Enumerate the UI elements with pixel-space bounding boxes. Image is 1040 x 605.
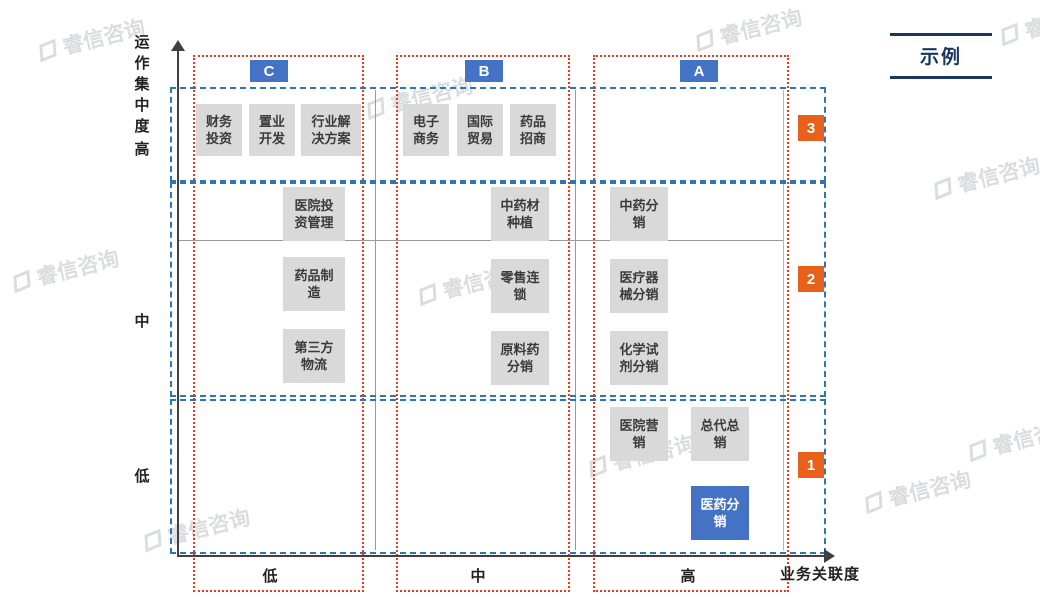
x-tick-high: 高 [680,568,696,585]
row-badge-1: 1 [798,452,824,478]
watermark-text: 睿信咨询 [955,154,1040,197]
watermark-text: 睿信咨询 [990,416,1040,459]
column-badge-a: A [680,60,718,82]
item-e-commerce: 电子 商务 [403,104,449,156]
watermark: 睿信咨询 [998,0,1040,51]
item-hospital-investment-mgmt: 医院投 资管理 [283,187,345,241]
watermark: 睿信咨询 [10,242,122,297]
example-top-line [890,33,992,36]
column-zone-a [593,55,789,592]
y-axis-arrow-icon [171,40,185,51]
item-retail-chain: 零售连 锁 [491,259,549,313]
row-badge-2: 2 [798,266,824,292]
grid-vertical-line-2 [575,90,576,550]
column-badge-b: B [465,60,503,82]
watermark-cube-icon [865,490,883,514]
watermark-cube-icon [39,38,57,62]
watermark: 睿信咨询 [966,411,1040,466]
y-axis-title: 运作集中度 [134,34,150,135]
column-zone-c [193,55,364,592]
watermark-cube-icon [934,176,952,200]
item-herb-planting: 中药材 种植 [491,187,549,241]
y-tick-mid: 中 [134,313,150,330]
watermark-text: 睿信咨询 [1022,0,1040,43]
y-tick-high: 高 [134,141,150,158]
watermark-cube-icon [144,528,162,552]
watermark-cube-icon [696,28,714,52]
example-badge: 示例 [890,33,992,79]
row-badge-3: 3 [798,115,824,141]
item-api-distribution: 原料药 分销 [491,331,549,385]
watermark-cube-icon [13,269,31,293]
x-axis-title: 业务关联度 [780,566,861,583]
item-financial-investment: 财务 投资 [196,104,242,156]
watermark-cube-icon [969,438,987,462]
item-industry-solutions: 行业解 决方案 [301,104,361,156]
x-tick-low: 低 [262,568,278,585]
grid-right-border-line [783,90,784,550]
watermark-text: 睿信咨询 [34,247,122,290]
x-axis-line [177,555,826,557]
item-medical-device-distribution: 医疗器 械分销 [610,259,668,313]
column-zone-b [396,55,570,592]
watermark-text: 睿信咨询 [717,6,805,49]
grid-vertical-line-1 [375,90,376,550]
item-property-development: 置业 开发 [249,104,295,156]
row-zone-2 [170,182,826,397]
item-hospital-marketing: 医院营 销 [610,407,668,461]
y-tick-low: 低 [134,468,150,485]
y-axis-line [177,50,179,557]
item-general-agent-sales: 总代总 销 [691,407,749,461]
row-zone-1 [170,399,826,554]
item-international-trade: 国际 贸易 [457,104,503,156]
example-label: 示例 [919,47,962,68]
item-tcm-distribution: 中药分 销 [610,187,668,241]
watermark: 睿信咨询 [862,463,974,518]
item-chemical-reagent-distribution: 化学试 剂分销 [610,331,668,385]
x-axis-arrow-icon [824,549,835,563]
watermark-text: 睿信咨询 [886,468,974,511]
watermark: 睿信咨询 [931,149,1040,204]
watermark: 睿信咨询 [693,1,805,56]
column-badge-c: C [250,60,288,82]
watermark-cube-icon [1001,22,1019,46]
item-drug-manufacturing: 药品制 造 [283,257,345,311]
example-bottom-line [890,76,992,79]
x-tick-mid: 中 [470,568,486,585]
grid-horizontal-line [178,240,783,241]
row-zone-3 [170,87,826,182]
item-drug-investment-promotion: 药品 招商 [510,104,556,156]
item-third-party-logistics: 第三方 物流 [283,329,345,383]
item-pharma-distribution: 医药分 销 [691,486,749,540]
